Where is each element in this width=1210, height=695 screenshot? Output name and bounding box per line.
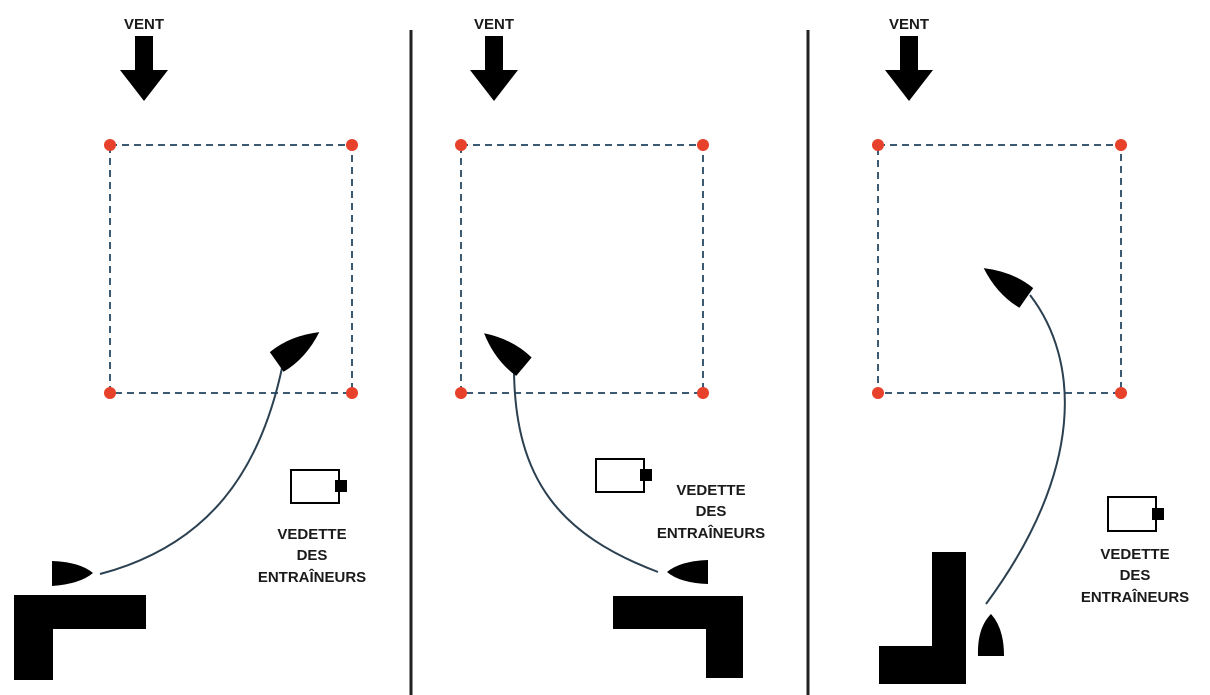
wind-label: VENT [474, 16, 514, 33]
panel-left: VENT VEDETTE DES ENTRAÎNEURS [14, 16, 366, 680]
panel-middle: VENT VEDETTE DES ENTRAÎNEURS [455, 16, 765, 678]
boat-icon [977, 614, 1004, 656]
coach-boat-label: DES [1120, 567, 1151, 584]
wind-arrow-icon [120, 36, 168, 101]
course-area [109, 144, 353, 394]
boat-path [99, 367, 283, 575]
coach-boat-label: ENTRAÎNEURS [1081, 588, 1189, 606]
coach-boat-label: VEDETTE [676, 482, 745, 499]
wind-arrow-icon [885, 36, 933, 101]
boat-icon [269, 332, 320, 372]
buoy-icon [455, 139, 467, 151]
boat-icon [52, 561, 93, 586]
coach-boat-icon [290, 469, 347, 504]
boat-path [985, 294, 1066, 605]
coach-boat-label: VEDETTE [1100, 546, 1169, 563]
buoy-icon [104, 387, 116, 399]
buoy-icon [872, 387, 884, 399]
boat-icon [484, 333, 532, 376]
buoy-icon [455, 387, 467, 399]
buoy-icon [697, 139, 709, 151]
wind-arrow-icon [470, 36, 518, 101]
wind-label: VENT [124, 16, 164, 33]
buoy-icon [346, 139, 358, 151]
coach-boat-label: DES [696, 503, 727, 520]
buoy-icon [1115, 139, 1127, 151]
buoy-icon [1115, 387, 1127, 399]
coach-boat-icon [1107, 496, 1164, 532]
boat-icon [667, 560, 708, 584]
buoy-icon [872, 139, 884, 151]
boat-path [513, 369, 659, 573]
buoy-icon [346, 387, 358, 399]
coach-boat-label: ENTRAÎNEURS [258, 568, 366, 586]
coach-boat-label: ENTRAÎNEURS [657, 524, 765, 542]
pontoon-icon [879, 552, 966, 684]
buoy-icon [104, 139, 116, 151]
course-area [460, 144, 704, 394]
coach-boat-icon [595, 458, 652, 493]
wind-label: VENT [889, 16, 929, 33]
pontoon-icon [14, 595, 146, 680]
pontoon-icon [613, 596, 743, 678]
coach-boat-label: VEDETTE [277, 526, 346, 543]
course-area [877, 144, 1122, 394]
panel-right: VENT VEDETTE DES ENTRAÎNEURS [872, 16, 1189, 684]
coach-boat-label: DES [297, 547, 328, 564]
buoy-icon [697, 387, 709, 399]
boat-icon [983, 268, 1034, 308]
